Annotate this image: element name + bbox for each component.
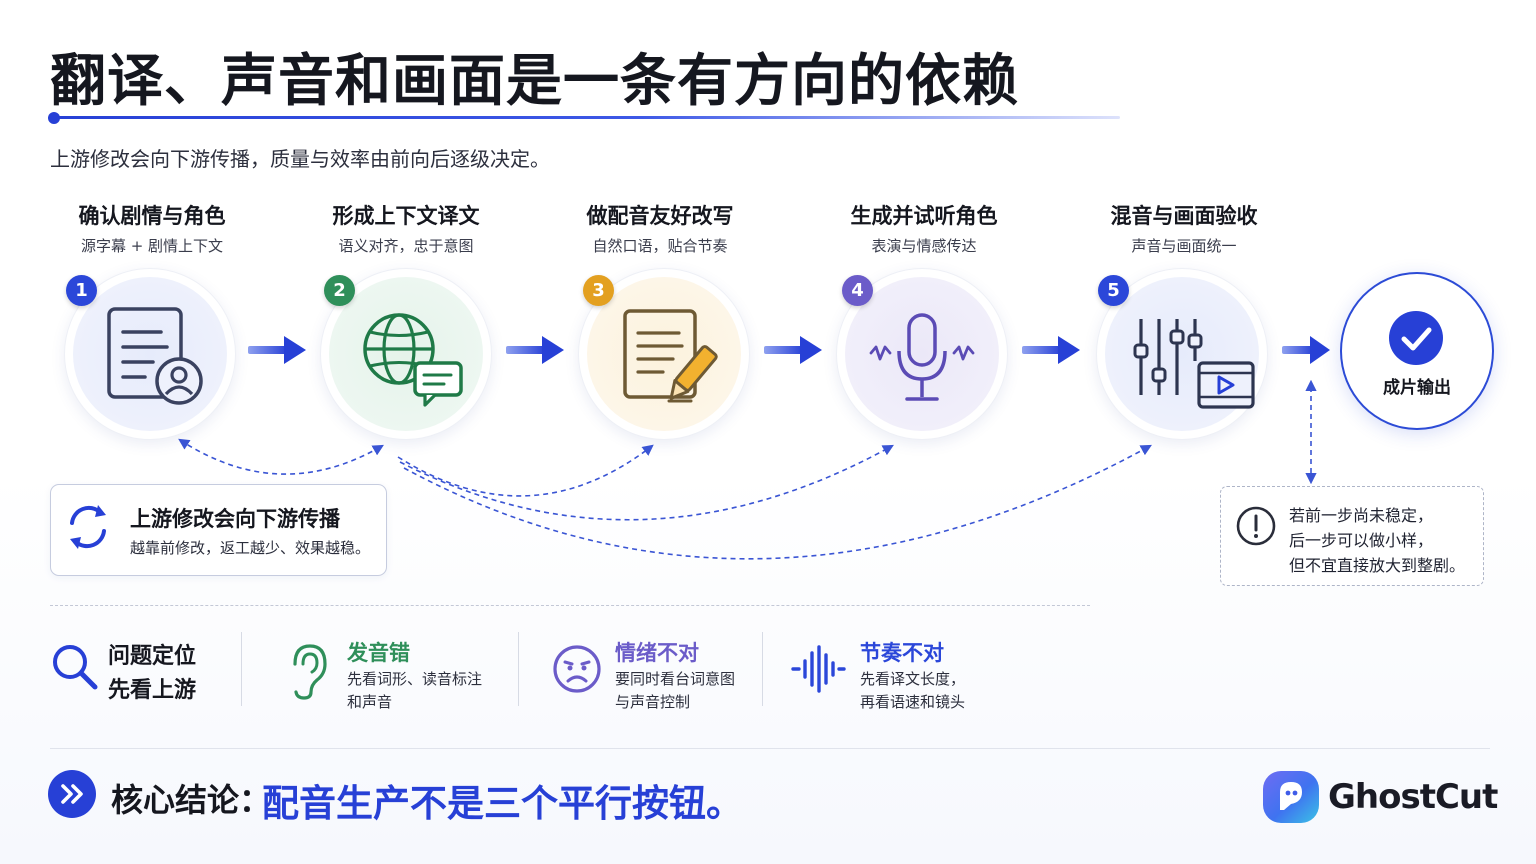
step-2-desc: 语义对齐，忠于意图 [338,237,474,255]
waveform-icon [791,645,846,693]
tip-rhythm-title: 节奏不对 [860,641,944,665]
mixer-video-icon [1133,319,1255,409]
title-underline [50,116,1120,119]
double-chevron-right-icon [48,770,96,818]
step-1-title: 确认剧情与角色 [78,204,226,228]
final-output-label: 成片输出 [1383,378,1451,398]
upstream-desc: 越靠前修改，返工越少、效果越稳。 [130,539,371,557]
tip-rhythm-line-2: 再看语速和镜头 [860,693,966,711]
section-divider [50,605,1090,606]
microphone-icon [869,313,975,401]
tip-separator [762,632,763,706]
conclusion-text: 配音生产不是三个平行按钮。 [262,782,743,825]
brand-name: GhostCut [1328,777,1498,817]
cycle-arrows-icon [70,505,106,549]
step-5-circle [1096,268,1268,440]
locate-line-1: 问题定位 [108,644,197,669]
flow-arrow-icon [1022,336,1080,364]
document-user-icon [107,307,203,405]
step-1-circle [64,268,236,440]
tip-separator [518,632,519,706]
step-5-title: 混音与画面验收 [1110,204,1258,228]
search-icon [53,645,98,690]
tip-pronunciation-line-1: 先看词形、读音标注 [347,670,483,688]
tip-emotion-line-2: 与声音控制 [615,693,691,711]
warning-line-3: 但不宜直接放大到整剧。 [1289,556,1466,575]
step-3-desc: 自然口语，贴合节奏 [592,237,728,255]
flow-arrow-icon [764,336,822,364]
step-1-desc: 源字幕 + 剧情上下文 [80,237,224,255]
page-subtitle: 上游修改会向下游传播，质量与效率由前向后逐级决定。 [50,147,550,171]
tip-pronunciation-line-2: 和声音 [347,693,393,711]
document-pencil-icon [623,309,718,403]
flow-arrow-icon [248,336,306,364]
upstream-title: 上游修改会向下游传播 [130,507,340,531]
alert-icon [1236,506,1276,546]
step-1-badge: 1 [66,275,97,306]
warning-line-2: 后一步可以做小样， [1289,531,1434,550]
title-underline-dot [48,112,60,124]
step-3-badge: 3 [583,275,614,306]
warning-note [1220,486,1484,586]
check-icon [1389,311,1443,365]
step-4-title: 生成并试听角色 [850,204,998,228]
footer-divider [50,748,1490,749]
step-4-badge: 4 [842,275,873,306]
tip-pronunciation-title: 发音错 [347,641,410,665]
globe-chat-icon [363,313,463,407]
tip-rhythm-line-1: 先看译文长度， [860,670,966,688]
page-title: 翻译、声音和画面是一条有方向的依赖 [50,49,1019,114]
warning-line-1: 若前一步尚未稳定， [1289,506,1434,525]
ghost-logo-icon [1263,771,1319,823]
conclusion-label: 核心结论： [111,781,272,819]
locate-line-2: 先看上游 [108,678,197,703]
step-3-title: 做配音友好改写 [586,204,734,228]
step-2-title: 形成上下文译文 [332,204,480,228]
tip-emotion-title: 情绪不对 [615,641,699,665]
step-5-desc: 声音与画面统一 [1131,237,1237,255]
sad-face-icon [553,645,601,693]
tip-separator [241,632,242,706]
flow-arrow-icon [506,336,564,364]
upstream-callout [50,484,387,576]
step-2-badge: 2 [324,275,355,306]
step-5-badge: 5 [1098,275,1129,306]
flow-arrow-icon [1282,336,1330,364]
step-4-desc: 表演与情感传达 [871,237,977,255]
step-4-circle [836,268,1008,440]
ear-icon [293,644,327,700]
tip-emotion-line-1: 要同时看台词意图 [615,670,736,688]
